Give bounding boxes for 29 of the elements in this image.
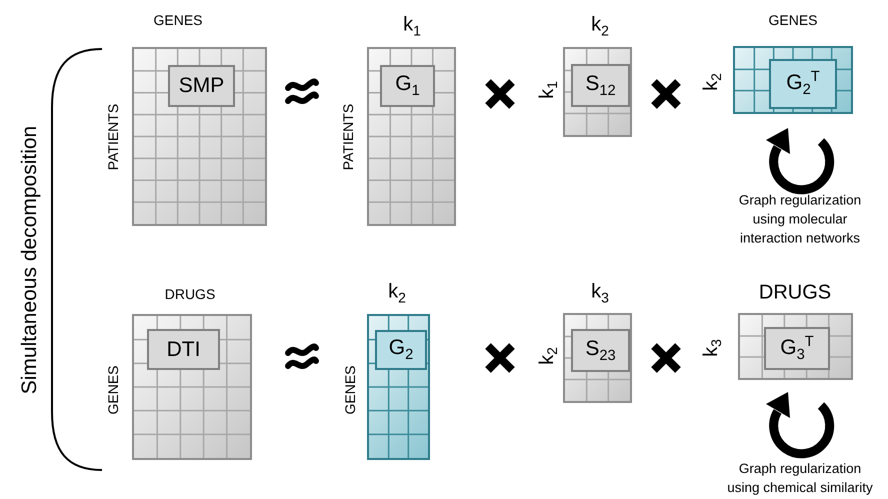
axis-label: DRUGS [164, 286, 216, 302]
matrix-grid [738, 313, 853, 380]
matrix-label: S$_{12}$ [571, 64, 630, 107]
axis-label: GENES [342, 366, 358, 414]
matrix-grid [733, 46, 853, 114]
matrix-label: G$_{2}$ [375, 330, 427, 370]
matrix-grid [132, 314, 252, 460]
note-text: Graph regularization using chemical similarity [726, 460, 874, 497]
matrix-label: SMP [168, 65, 235, 107]
matrix-grid [563, 313, 632, 403]
matrix-label: DTI [147, 329, 220, 370]
note-text: Graph regularization using molecular interaction networks [738, 192, 862, 248]
matrix-grid [132, 47, 267, 226]
matrix-grid [563, 47, 632, 137]
axis-label: k$_{1}$ [403, 14, 421, 38]
matrix-grid [367, 314, 430, 460]
axis-label: k$_{2}$ [591, 14, 609, 38]
axis-label: PATIENTS [340, 104, 356, 170]
axis-label: GENES [768, 12, 818, 28]
matrix-label: G$_{1}$ [380, 65, 435, 107]
side-label: Simultaneous decomposition [18, 126, 42, 394]
axis-label: k$_{2}$ [388, 280, 406, 306]
axis-label: GENES [154, 12, 202, 28]
axis-label: PATIENTS [105, 104, 121, 170]
matrix-grid [367, 47, 456, 226]
axis-label: GENES [105, 366, 121, 414]
matrix-label: S$_{23}$ [571, 329, 630, 372]
axis-label: k$_{3}$ [591, 280, 609, 306]
axis-label: DRUGS [758, 282, 832, 304]
